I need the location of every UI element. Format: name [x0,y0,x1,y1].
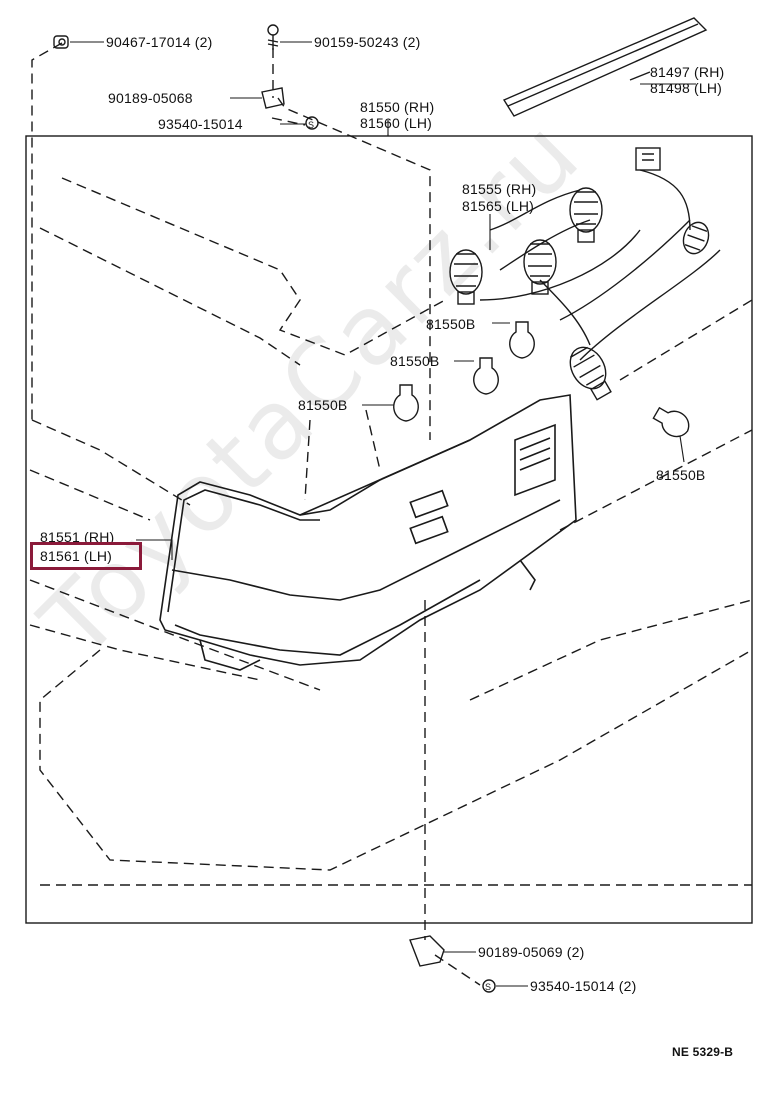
label-81497[interactable]: 81497 (RH) [650,64,724,80]
marker-s-top: S [308,120,314,130]
label-81550b-1[interactable]: 81550B [426,316,475,332]
label-81550b-3[interactable]: 81550B [298,397,347,413]
label-93540-bottom[interactable]: 93540-15014(2) [530,978,636,994]
label-81560-lh[interactable]: 81560 (LH) [360,115,432,131]
label-81565[interactable]: 81565 (LH) [462,198,534,214]
label-81550b-2[interactable]: 81550B [390,353,439,369]
part-code: 81551 (RH) [40,529,115,545]
label-90467[interactable]: 90467-17014(2) [106,34,212,50]
part-code: 81550B [298,397,348,413]
label-81555[interactable]: 81555 (RH) [462,181,536,197]
label-81561[interactable]: 81561 (LH) [40,548,112,564]
part-code: 90189-05068 [108,90,193,106]
part-code: 93540-15014 [158,116,243,132]
part-code: 81550B [426,316,476,332]
leader-lines [70,41,696,987]
label-90189-05068[interactable]: 90189-05068 [108,90,193,106]
part-code: 81560 (LH) [360,115,433,131]
label-93540-top[interactable]: 93540-15014 [158,116,243,132]
bulbs [393,321,690,438]
s-markers: S S [308,120,491,992]
wiring-harness [479,147,721,361]
fasteners-bottom [409,935,496,993]
label-81551[interactable]: 81551 (RH) [40,529,114,545]
label-81550b-4[interactable]: 81550B [656,467,705,483]
part-code: 81565 (LH) [462,198,535,214]
label-81498[interactable]: 81498 (LH) [650,80,722,96]
part-code: 81555 (RH) [462,181,537,197]
part-code: 81550 (RH) [360,99,435,115]
part-qty: (2) [194,34,213,50]
part-qty: (2) [618,978,637,994]
label-81550-rh[interactable]: 81550 (RH) [360,99,434,115]
part-code: 81498 (LH) [650,80,723,96]
lamp-housing [159,394,577,671]
bulb-sockets [449,187,710,401]
marker-s-bottom: S [485,982,491,992]
selected-part-highlight [30,542,142,570]
part-code: 93540-15014 [530,978,615,994]
part-code: 81497 (RH) [650,64,725,80]
part-code: 90189-05069 [478,944,563,960]
part-code: 81550B [656,467,706,483]
diagram-frame [25,135,753,924]
part-code: 81561 (LH) [40,548,113,564]
part-code: 90467-17014 [106,34,191,50]
body-outline [29,42,753,986]
reference-code: NE 5329-B [672,1045,734,1059]
label-90159[interactable]: 90159-50243(2) [314,34,420,50]
part-qty: (2) [402,34,421,50]
garnish-strip [502,17,708,117]
part-qty: (2) [566,944,585,960]
label-90189-05069[interactable]: 90189-05069(2) [478,944,584,960]
part-code: 90159-50243 [314,34,399,50]
fasteners-top [53,24,319,130]
part-code: 81550B [390,353,440,369]
diagram-reference: NE 5329-B [672,1045,734,1060]
